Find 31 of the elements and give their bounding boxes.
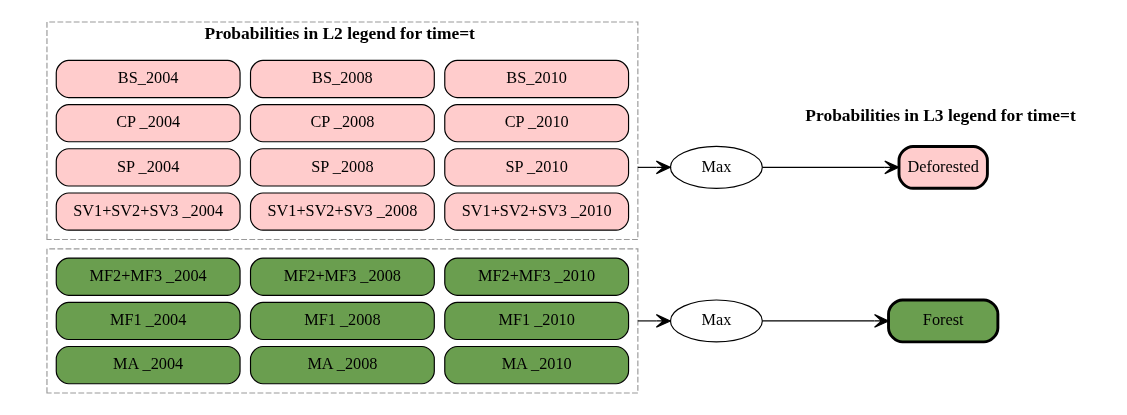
node-box: SP _2004 xyxy=(55,148,241,187)
node-box: SV1+SV2+SV3 _2008 xyxy=(249,192,435,231)
node-box: SP _2010 xyxy=(443,148,629,187)
node-box: MA _2008 xyxy=(249,345,435,385)
node-ellipse: Max xyxy=(669,299,763,343)
node-ellipse: Max xyxy=(669,145,763,189)
node-box: Forest xyxy=(886,298,999,344)
node-box: MF1 _2010 xyxy=(443,301,629,341)
node-box: MF2+MF3 _2004 xyxy=(55,257,241,296)
node-box: BS_2008 xyxy=(249,59,435,99)
node-box: BS_2010 xyxy=(443,59,629,99)
node-box: MF2+MF3 _2008 xyxy=(249,257,435,296)
node-box: MA _2004 xyxy=(55,345,241,385)
node-box: Deforested xyxy=(897,144,989,190)
node-box: MF2+MF3 _2010 xyxy=(443,257,629,296)
node-box: MA _2010 xyxy=(443,345,629,385)
node-box: SP _2008 xyxy=(249,148,435,187)
arrow xyxy=(636,314,671,328)
arrow xyxy=(761,314,889,328)
node-box: CP _2004 xyxy=(55,104,241,143)
cluster xyxy=(45,248,638,394)
arrow xyxy=(761,160,899,175)
node-box: CP _2008 xyxy=(249,104,435,143)
node-box: SV1+SV2+SV3 _2010 xyxy=(443,192,629,231)
node-box: MF1 _2004 xyxy=(55,301,241,341)
label: Probabilities in L3 legend for time=t xyxy=(804,105,1076,126)
node-box: MF1 _2008 xyxy=(249,301,435,341)
node-box: BS_2004 xyxy=(55,59,241,99)
arrow xyxy=(636,160,671,175)
node-box: SV1+SV2+SV3 _2004 xyxy=(55,192,241,231)
node-box: CP _2010 xyxy=(443,104,629,143)
